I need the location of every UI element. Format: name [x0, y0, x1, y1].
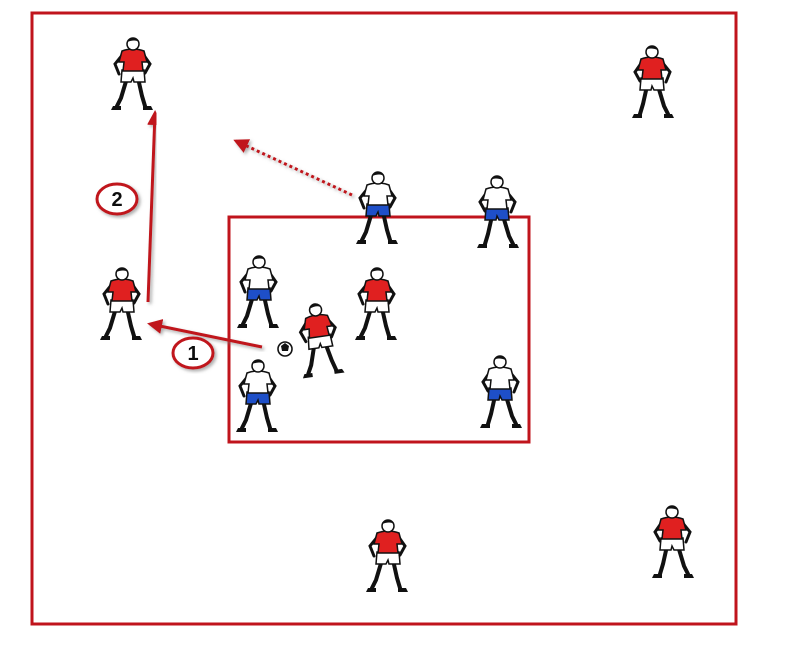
red-team-player-icon — [111, 37, 153, 110]
white-team-player-icon — [356, 171, 398, 244]
white-team-player-icon — [236, 359, 278, 432]
white-team-player-icon — [237, 255, 279, 328]
step-badge-1: 1 — [171, 336, 215, 370]
soccer-ball-icon — [277, 341, 293, 357]
white-team-player-icon — [480, 355, 522, 428]
step-label-2: 2 — [111, 189, 122, 211]
pass-arrow-1 — [147, 319, 263, 349]
red-team-player-icon — [366, 519, 408, 592]
pass-arrow-2 — [146, 110, 163, 303]
outer-field-boundary — [30, 11, 738, 626]
inner-square-boundary — [227, 215, 531, 444]
step-label-1: 1 — [187, 343, 198, 365]
red-team-player-icon — [298, 303, 345, 379]
players-layer — [100, 37, 694, 592]
red-team-player-icon — [355, 267, 397, 340]
white-team-player-icon — [477, 175, 519, 248]
red-team-player-icon — [632, 45, 674, 118]
run-arrow-dotted — [233, 139, 353, 197]
red-team-player-icon — [100, 267, 142, 340]
red-team-player-icon — [652, 505, 694, 578]
step-badge-2: 2 — [95, 182, 139, 216]
